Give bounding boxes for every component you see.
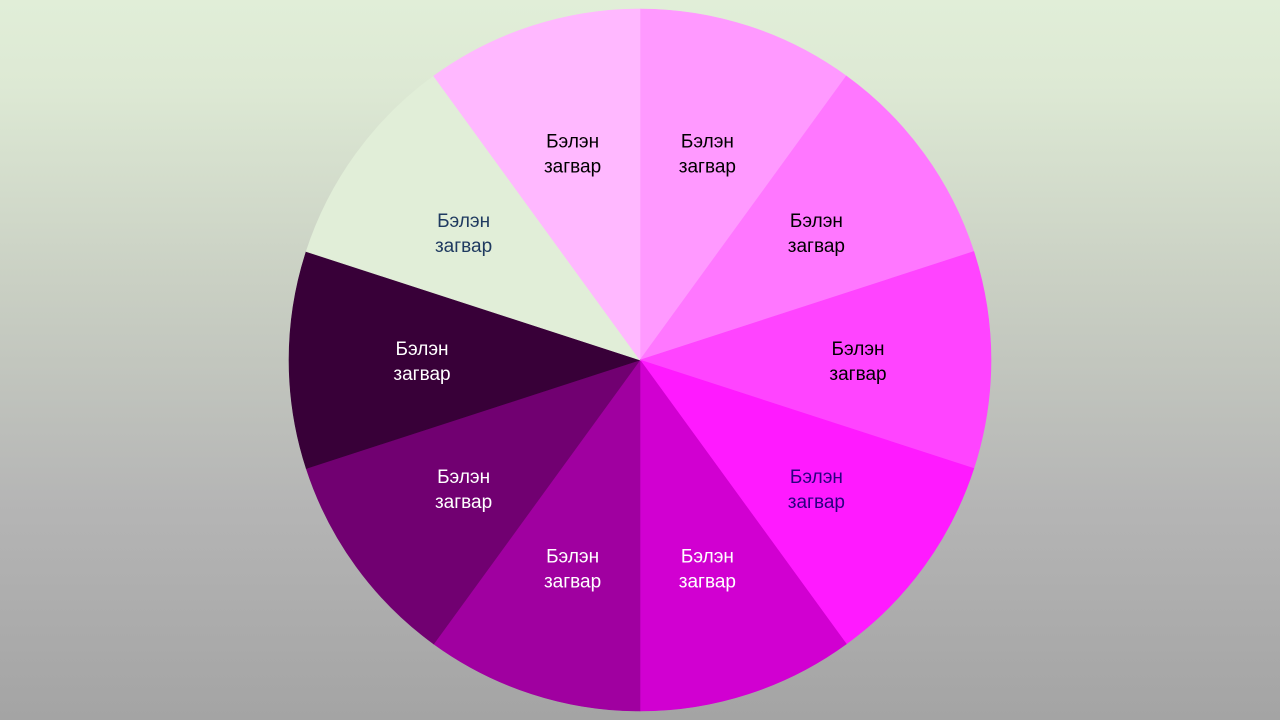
cycle-segment-label-2: Бэлэн загвар xyxy=(788,211,845,257)
cycle-segment-label-line1: Бэлэн xyxy=(437,211,490,232)
cycle-segment-label-line2: загвар xyxy=(829,364,886,385)
cycle-segment-label-line2: загвар xyxy=(679,571,736,592)
cycle-segment-label-6: Бэлэн загвар xyxy=(544,546,601,592)
cycle-segment-label-4: Бэлэн загвар xyxy=(788,467,845,513)
cycle-segment-label-line1: Бэлэн xyxy=(790,211,843,232)
cycle-segment-label-9: Бэлэн загвар xyxy=(435,211,492,257)
cycle-segment-label-8: Бэлэн загвар xyxy=(393,339,450,385)
cycle-segment-label-line2: загвар xyxy=(393,364,450,385)
cycle-segment-8 xyxy=(288,251,641,469)
cycle-segment-label-line1: Бэлэн xyxy=(681,132,734,153)
cycle-segment-label-line1: Бэлэн xyxy=(790,467,843,488)
cycle-segment-label-line1: Бэлэн xyxy=(395,339,448,360)
cycle-segment-1 xyxy=(639,8,847,361)
cycle-segment-4 xyxy=(639,359,975,645)
cycle-segment-10 xyxy=(433,8,641,361)
cycle-segment-3 xyxy=(639,251,992,469)
cycle-segment-label-7: Бэлэн загвар xyxy=(435,467,492,513)
cycle-segment-label-line1: Бэлэн xyxy=(546,546,599,567)
cycle-segment-label-3: Бэлэн загвар xyxy=(829,339,886,385)
cycle-segment-label-10: Бэлэн загвар xyxy=(544,132,601,178)
cycle-segment-label-line1: Бэлэн xyxy=(681,546,734,567)
cycle-segment-label-line2: загвар xyxy=(435,236,492,257)
cycle-segment-label-line1: Бэлэн xyxy=(437,467,490,488)
cycle-segment-label-line1: Бэлэн xyxy=(546,132,599,153)
cycle-segment-label-1: Бэлэн загвар xyxy=(679,132,736,178)
cycle-segment-6 xyxy=(433,359,641,712)
cycle-segment-7 xyxy=(305,359,641,645)
cycle-segment-label-line2: загвар xyxy=(544,157,601,178)
cycle-segments xyxy=(288,8,992,712)
cycle-segment-label-line2: загвар xyxy=(544,571,601,592)
cycle-segment-label-line2: загвар xyxy=(788,492,845,513)
cycle-segment-label-line1: Бэлэн xyxy=(831,339,884,360)
cycle-segment-label-5: Бэлэн загвар xyxy=(679,546,736,592)
cycle-segment-5 xyxy=(639,359,847,712)
cycle-segment-label-line2: загвар xyxy=(788,236,845,257)
cycle-segment-9 xyxy=(305,75,641,361)
cycle-segment-2 xyxy=(639,75,975,361)
cycle-segment-label-line2: загвар xyxy=(435,492,492,513)
cycle-segment-label-line2: загвар xyxy=(679,157,736,178)
